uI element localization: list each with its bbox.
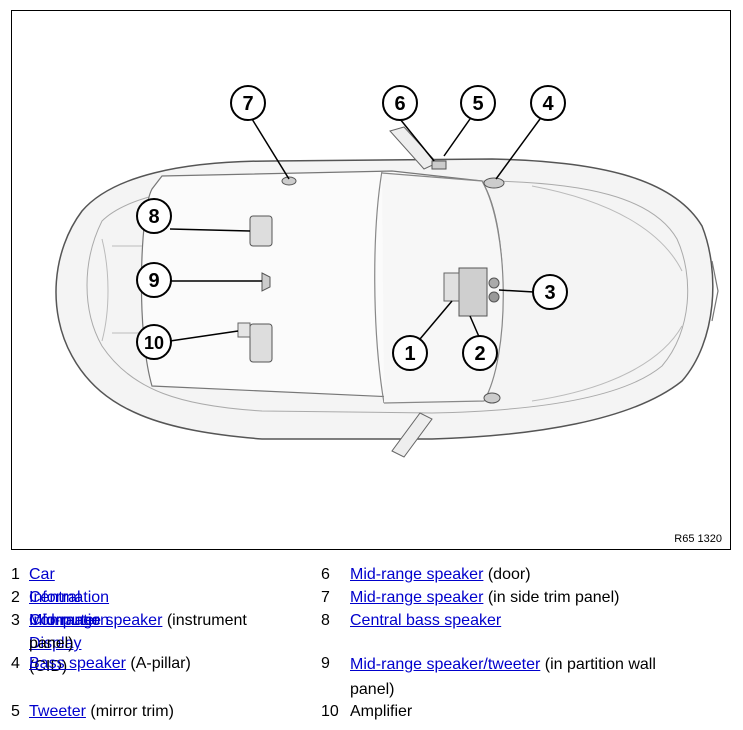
legend-link-5[interactable]: Tweeter — [29, 703, 86, 720]
svg-text:1: 1 — [404, 343, 415, 365]
callout-10: 10 — [136, 324, 172, 360]
partition-tweeter-shape — [261, 272, 271, 292]
svg-text:4: 4 — [542, 93, 554, 115]
legend-link-7[interactable]: Mid-range speaker — [350, 589, 484, 606]
callout-1: 1 — [392, 335, 428, 371]
figure-reference-code: R65 1320 — [674, 533, 722, 545]
car-illustration: 1 2 3 4 5 6 7 8 — [55, 85, 719, 458]
legend-link-2[interactable]: Central Information Display — [29, 589, 110, 652]
callout-8: 8 — [136, 198, 172, 234]
car-speaker-diagram: 1 2 3 4 5 6 7 8 — [11, 10, 731, 550]
mirror-bottom — [391, 412, 433, 458]
svg-text:3: 3 — [544, 282, 555, 304]
cid-shape — [458, 267, 488, 317]
legend-link-9[interactable]: Mid-range speaker/tweeter — [350, 656, 541, 673]
a-pillar-bass-shape — [483, 177, 505, 189]
legend-link-6[interactable]: Mid-range speaker — [350, 566, 484, 583]
svg-text:8: 8 — [148, 206, 159, 228]
amplifier-shape — [249, 323, 273, 363]
callout-5: 5 — [460, 85, 496, 121]
legend-link-4[interactable]: Bass speaker — [29, 655, 126, 672]
svg-text:9: 9 — [148, 270, 159, 292]
callout-7: 7 — [230, 85, 266, 121]
callout-3: 3 — [532, 274, 568, 310]
callout-9: 9 — [136, 262, 172, 298]
svg-text:2: 2 — [474, 343, 485, 365]
legend-link-1[interactable]: Car Information Computer — [29, 566, 110, 629]
callout-6: 6 — [382, 85, 418, 121]
svg-text:5: 5 — [472, 93, 483, 115]
callout-2: 2 — [462, 335, 498, 371]
legend-link-3[interactable]: Mid-range speaker — [29, 612, 163, 629]
leader-lines — [169, 118, 541, 342]
svg-text:10: 10 — [144, 333, 164, 353]
callout-4: 4 — [530, 85, 566, 121]
svg-text:7: 7 — [242, 93, 253, 115]
svg-text:6: 6 — [394, 93, 405, 115]
central-bass-speaker-shape — [249, 215, 273, 247]
legend-link-8[interactable]: Central bass speaker — [350, 612, 502, 629]
